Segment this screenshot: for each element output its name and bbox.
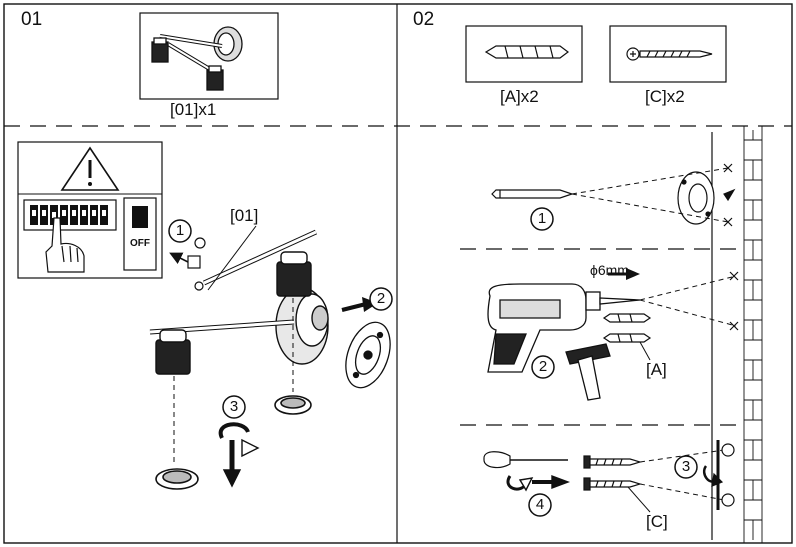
part-01-box <box>139 12 279 100</box>
ceiling-plate-icon <box>677 171 715 225</box>
pencil-icon <box>491 189 574 199</box>
warning-icon <box>60 146 120 191</box>
callout-01-leader <box>207 225 257 291</box>
drill-icon <box>487 283 641 373</box>
step-02-3-number: 3 <box>681 458 691 475</box>
part-c-box <box>609 25 727 83</box>
section-02-title: 02 <box>413 9 435 30</box>
hand-icon <box>45 217 85 273</box>
step-01-2-number: 2 <box>376 290 386 307</box>
breaker-off-label: OFF <box>130 238 150 249</box>
breaker-panel-icon <box>23 197 157 271</box>
step-01-1-number: 1 <box>175 222 185 239</box>
screw-icon <box>583 455 643 491</box>
wall-plug-icon <box>484 45 569 59</box>
part-a-caption: [A]x2 <box>500 87 539 106</box>
step-01-3-number: 3 <box>229 398 239 415</box>
arrow-icon <box>169 252 189 265</box>
callout-a-label: [A] <box>646 360 667 379</box>
drill-bit-size-label: ϕ6mm <box>590 262 629 278</box>
arrow-icon <box>506 474 570 492</box>
step-02-4-number: 4 <box>535 496 545 513</box>
drill-mark-icon <box>723 163 736 227</box>
callout-01-label: [01] <box>230 206 259 225</box>
mounted-plate-icon <box>702 440 735 510</box>
hammer-icon <box>565 343 611 401</box>
step-02-1-number: 1 <box>537 210 547 227</box>
wall-plug-icon <box>602 313 652 343</box>
outer-frame <box>3 3 793 544</box>
step-circles <box>168 207 698 517</box>
callout-a-leader <box>639 341 651 361</box>
fixture-body-icon <box>149 229 329 375</box>
part-c-caption: [C]x2 <box>645 87 685 106</box>
fixture-thumbnail-icon <box>151 26 243 91</box>
part-01-caption: [01]x1 <box>170 100 217 119</box>
trim-ring-icon <box>155 395 312 490</box>
section-01-title: 01 <box>21 9 43 30</box>
part-a-box <box>465 25 583 83</box>
ceiling-plate-icon <box>345 321 391 389</box>
step-02-2-number: 2 <box>538 358 548 375</box>
screw-icon <box>187 237 206 291</box>
arrow-icon <box>218 422 260 488</box>
arrow-icon <box>341 302 367 312</box>
screw-icon <box>626 47 713 61</box>
callout-c-label: [C] <box>646 512 668 531</box>
callout-c-leader <box>627 486 651 513</box>
screwdriver-icon <box>483 451 568 469</box>
